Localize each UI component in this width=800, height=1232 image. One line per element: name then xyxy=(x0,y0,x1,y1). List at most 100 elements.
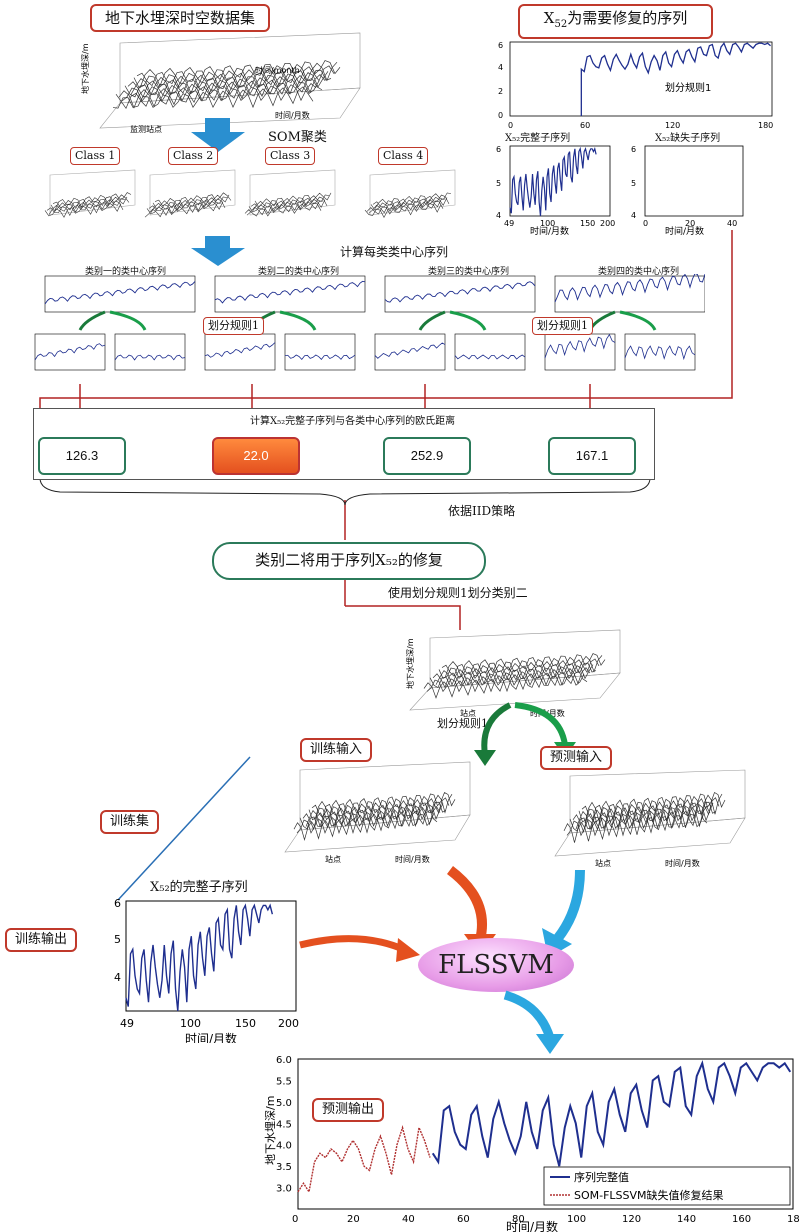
use-rule-label: 使用划分规则1划分类别二 xyxy=(388,586,528,600)
x-tick-label: 40 xyxy=(402,1214,415,1225)
distance-class-4: 167.1 xyxy=(548,437,636,475)
train-input-3d-plot: 站点 时间/月数 xyxy=(284,761,471,864)
svg-text:6: 6 xyxy=(631,145,636,154)
x52-full-sub-chart: 6 5 4 49 100 150 200 时间/月数 xyxy=(114,897,299,1043)
iid-label: 依据IID策略 xyxy=(448,504,516,518)
flssvm-arrows xyxy=(299,866,585,962)
rule1-tag-a: 划分规则1 xyxy=(203,317,264,335)
calc-distance-label: 计算X₅₂完整子序列与各类中心序列的欧氏距离 xyxy=(250,416,456,427)
x52-complete-sub-chart: 6 5 4 49 100 150 200 时间/月数 xyxy=(496,145,615,235)
svg-text:49: 49 xyxy=(504,219,514,228)
x-tick-label: 180 xyxy=(787,1214,800,1225)
distance-class-1: 126.3 xyxy=(38,437,126,475)
svg-text:5: 5 xyxy=(496,179,501,188)
svg-text:150: 150 xyxy=(580,219,595,228)
svg-text:时间/月数: 时间/月数 xyxy=(395,854,430,864)
svg-text:40: 40 xyxy=(727,219,737,228)
dataset-title: 地下水埋深时空数据集 xyxy=(90,4,270,32)
train-output-label: 训练输出 xyxy=(5,928,78,952)
svg-text:站点: 站点 xyxy=(595,858,611,868)
y-tick-label: 5.0 xyxy=(276,1098,292,1109)
svg-text:时间/月数: 时间/月数 xyxy=(185,1031,237,1043)
x-tick-label: 20 xyxy=(347,1214,360,1225)
class-3-tag: Class 3 xyxy=(265,147,316,165)
svg-text:120: 120 xyxy=(665,121,680,130)
svg-text:划分规则1: 划分规则1 xyxy=(665,81,711,94)
svg-text:0: 0 xyxy=(643,219,648,228)
x52-complete-label: X₅₂完整子序列 xyxy=(505,133,571,144)
svg-text:6: 6 xyxy=(498,41,503,50)
som-label: SOM聚类 xyxy=(268,130,327,145)
svg-text:0: 0 xyxy=(508,121,513,130)
svg-text:站点: 站点 xyxy=(460,708,476,718)
distance-class-2: 22.0 xyxy=(212,437,300,475)
x-tick-label: 140 xyxy=(677,1214,696,1225)
predict-input-3d-plot: 站点 时间/月数 xyxy=(554,769,746,868)
y-tick-label: 6.0 xyxy=(276,1055,292,1066)
svg-text:时间/月数: 时间/月数 xyxy=(506,1219,558,1232)
svg-text:地下水埋深/m: 地下水埋深/m xyxy=(80,43,90,94)
x52-missing-label: X₅₂缺失子序列 xyxy=(655,133,721,144)
svg-text:地下水埋深/m: 地下水埋深/m xyxy=(405,638,415,689)
svg-text:时间/月数: 时间/月数 xyxy=(275,110,310,120)
rule1-tag-b: 划分规则1 xyxy=(532,317,593,335)
x-tick-label: 60 xyxy=(457,1214,470,1225)
svg-text:站点: 站点 xyxy=(325,854,341,864)
svg-text:6: 6 xyxy=(496,145,501,154)
center-arrow xyxy=(191,236,245,266)
calc-center-label: 计算每类类中心序列 xyxy=(340,245,449,259)
svg-text:地下水埋深/m: 地下水埋深/m xyxy=(264,1096,277,1165)
y-tick-label: 3.5 xyxy=(276,1162,292,1173)
svg-text:2: 2 xyxy=(498,87,503,96)
y-tick-label: 4.5 xyxy=(276,1119,292,1130)
final-repair-chart: 3.0 3.5 4.0 4.5 5.0 5.5 6.0 0 20 40 60 80 100 120 140… xyxy=(264,1055,800,1232)
predict-input-label: 预测输入 xyxy=(540,746,613,770)
y-tick-label: 4.0 xyxy=(276,1141,292,1152)
rule1-label-lower: 划分规则1 xyxy=(437,717,488,730)
svg-text:0: 0 xyxy=(498,111,503,120)
class-2-tag: Class 2 xyxy=(168,147,219,165)
center-sequence-charts xyxy=(34,274,705,371)
distance-class-3: 252.9 xyxy=(383,437,471,475)
svg-text:200: 200 xyxy=(600,219,615,228)
svg-text:4: 4 xyxy=(114,971,121,984)
class-3d-plots xyxy=(44,169,456,218)
svg-text:SOM-FLSSVM缺失值修复结果: SOM-FLSSVM缺失值修复结果 xyxy=(574,1188,724,1202)
y-tick-label: 3.0 xyxy=(276,1184,292,1195)
svg-text:时间/月数: 时间/月数 xyxy=(530,225,569,235)
output-arrow xyxy=(503,990,564,1054)
class-4-tag: Class 4 xyxy=(378,147,429,165)
svg-text:4: 4 xyxy=(496,211,501,220)
svg-text:150: 150 xyxy=(235,1017,256,1030)
x-tick-label: 80 xyxy=(512,1214,525,1225)
svg-text:4: 4 xyxy=(498,63,503,72)
svg-text:5: 5 xyxy=(631,179,636,188)
class2-used-pill: 类别二将用于序列X₅₂的修复 xyxy=(212,542,486,580)
train-input-label: 训练输入 xyxy=(300,738,373,762)
svg-text:200: 200 xyxy=(278,1017,299,1030)
svg-text:6: 6 xyxy=(114,897,121,910)
svg-text:60: 60 xyxy=(580,121,590,130)
train-set-label: 训练集 xyxy=(100,810,160,834)
x-tick-label: 160 xyxy=(732,1214,751,1225)
predict-output-label: 预测输出 xyxy=(312,1098,385,1122)
svg-text:100: 100 xyxy=(180,1017,201,1030)
x-tick-label: 120 xyxy=(622,1214,641,1225)
svg-text:100: 100 xyxy=(540,219,555,228)
y-tick-label: 5.5 xyxy=(276,1076,292,1087)
class-1-tag: Class 1 xyxy=(70,147,121,165)
svg-text:时间/month: 时间/month xyxy=(255,65,300,75)
svg-text:4: 4 xyxy=(631,211,636,220)
x-tick-label: 0 xyxy=(292,1214,298,1225)
som-arrow xyxy=(191,118,245,152)
svg-text:监测站点: 监测站点 xyxy=(130,124,162,133)
flssvm-node: FLSSVM xyxy=(418,938,574,992)
x-tick-label: 100 xyxy=(567,1214,586,1225)
x52-full-sub-title: X₅₂的完整子序列 xyxy=(150,880,248,895)
svg-text:49: 49 xyxy=(120,1017,134,1030)
svg-text:20: 20 xyxy=(685,219,695,228)
x52-title: X52为需要修复的序列 xyxy=(518,4,713,39)
svg-text:5: 5 xyxy=(114,933,121,946)
svg-text:序列完整值: 序列完整值 xyxy=(574,1170,629,1184)
